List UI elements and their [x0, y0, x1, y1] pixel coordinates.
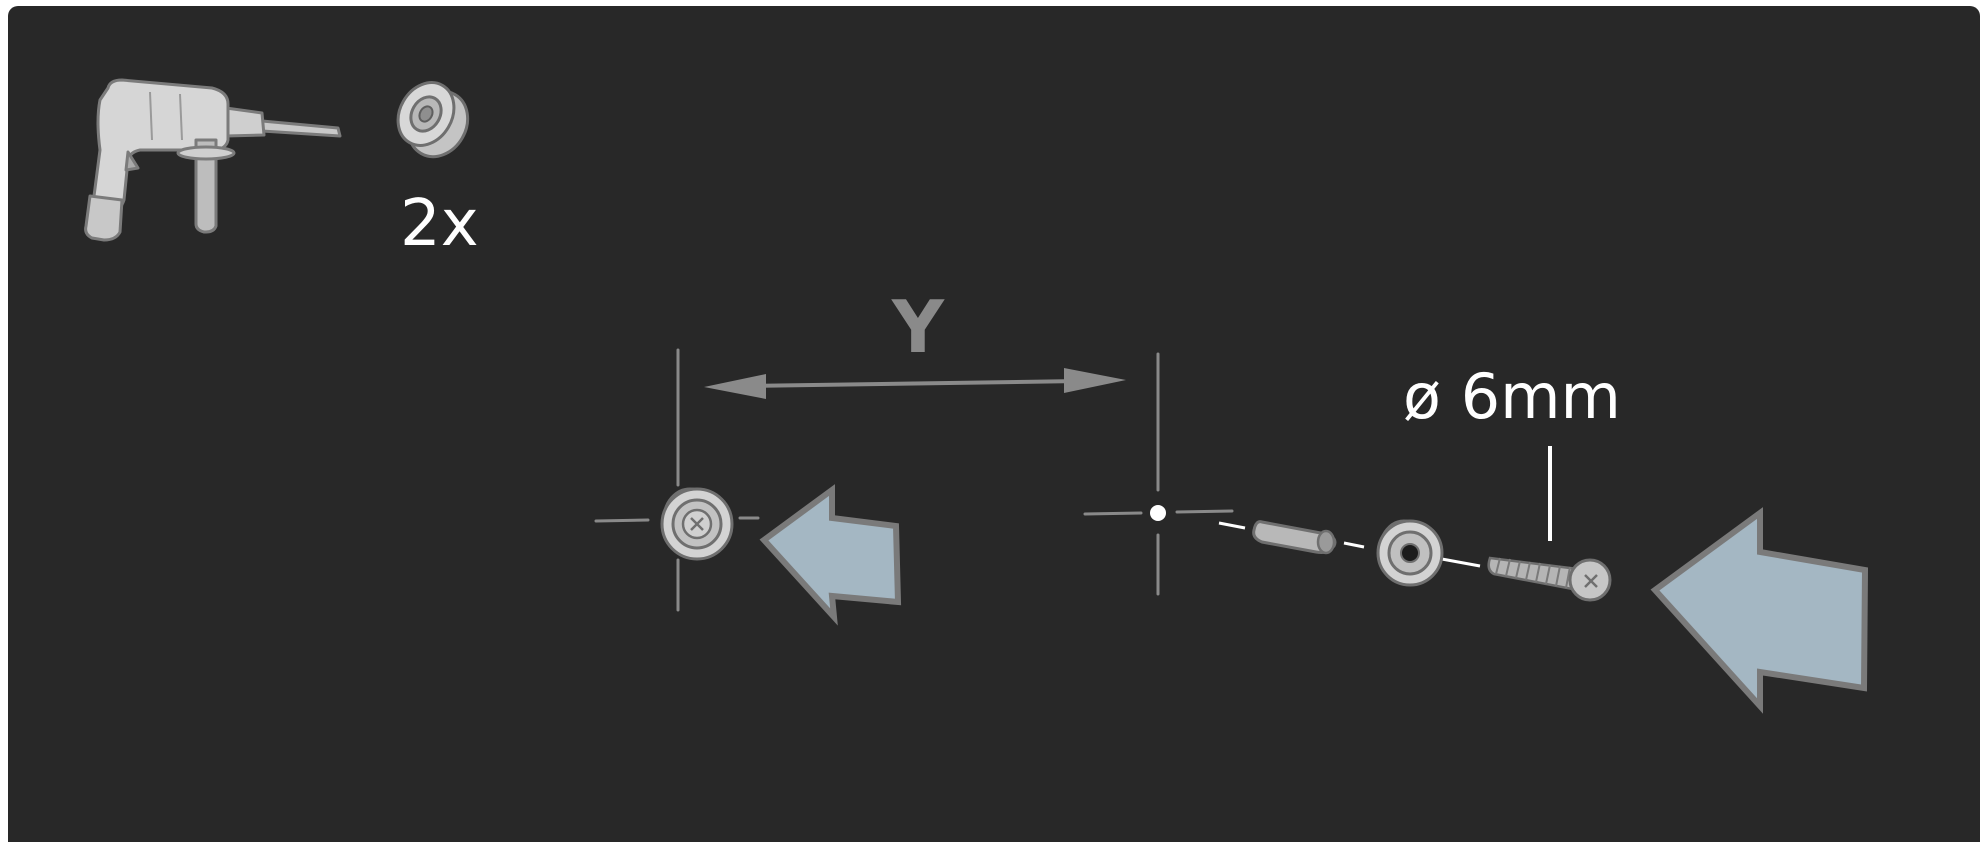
- drill-point-dot: [1150, 505, 1166, 521]
- right-crosshair: [1083, 352, 1234, 596]
- diagram-panel: 2x Y: [8, 6, 1980, 842]
- push-arrow-small: [759, 484, 902, 626]
- spacer-icon: [1376, 519, 1444, 587]
- screw-icon: [1487, 556, 1612, 602]
- quantity-label: 2x: [400, 187, 479, 261]
- dimension-arrow: [704, 368, 1126, 399]
- drill-icon: [84, 78, 342, 242]
- left-crosshair: [594, 348, 760, 612]
- wall-plug-icon: [1252, 520, 1337, 555]
- drill-diameter-label: ø 6mm: [1403, 360, 1621, 433]
- push-arrow-large: [1650, 507, 1869, 714]
- mounted-spacer-icon: [660, 487, 734, 561]
- distance-label: Y: [891, 285, 945, 369]
- wall-spacer-icon: [396, 81, 470, 159]
